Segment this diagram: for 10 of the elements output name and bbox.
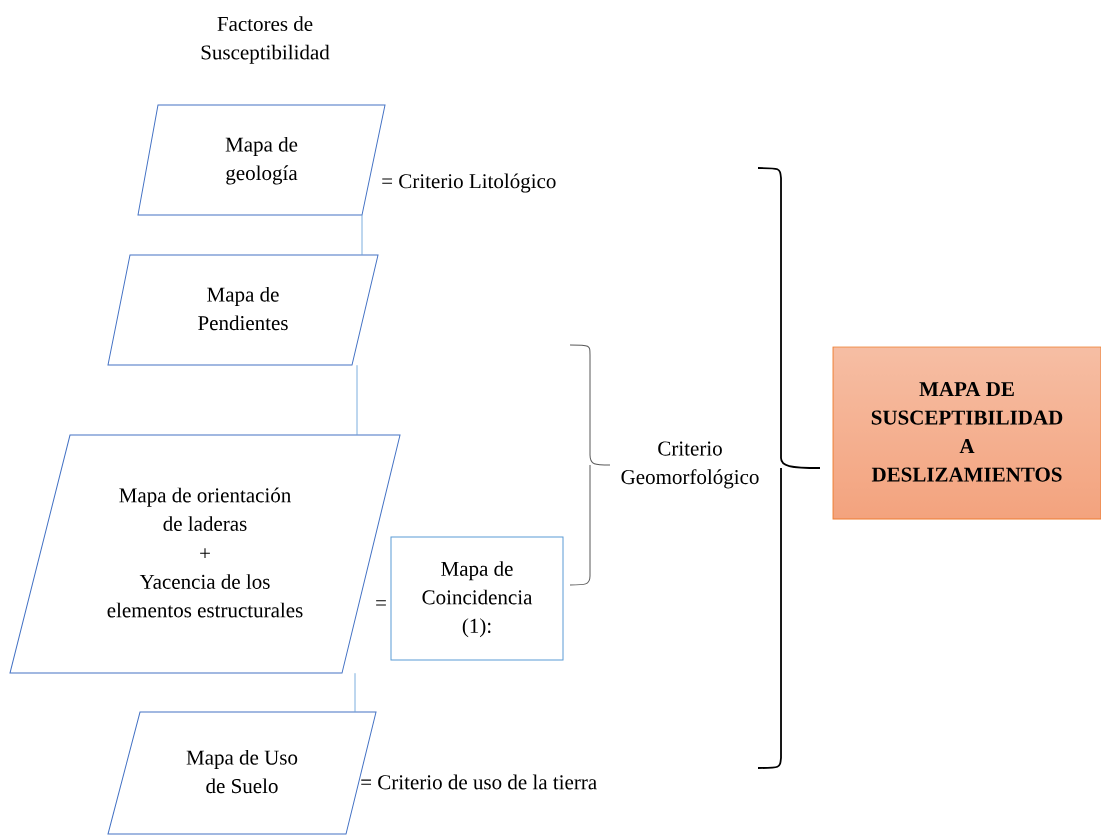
process-box: Mapa de Coincidencia (1): xyxy=(390,536,564,661)
connector-line xyxy=(356,364,358,436)
connector-line xyxy=(361,214,363,256)
result-box: MAPA DE SUSCEPTIBILIDAD A DESLIZAMIENTOS xyxy=(832,346,1101,520)
criterion-label: = xyxy=(376,600,386,606)
title: Factores de Susceptibilidad xyxy=(201,16,330,64)
parallelogram-box: Mapa de Pendientes xyxy=(107,254,379,366)
criterion-label: = Criterio de uso de la tierra xyxy=(361,774,597,790)
connector-line xyxy=(354,672,356,713)
criterion-label: Criterio Geomorfológico xyxy=(621,441,759,489)
